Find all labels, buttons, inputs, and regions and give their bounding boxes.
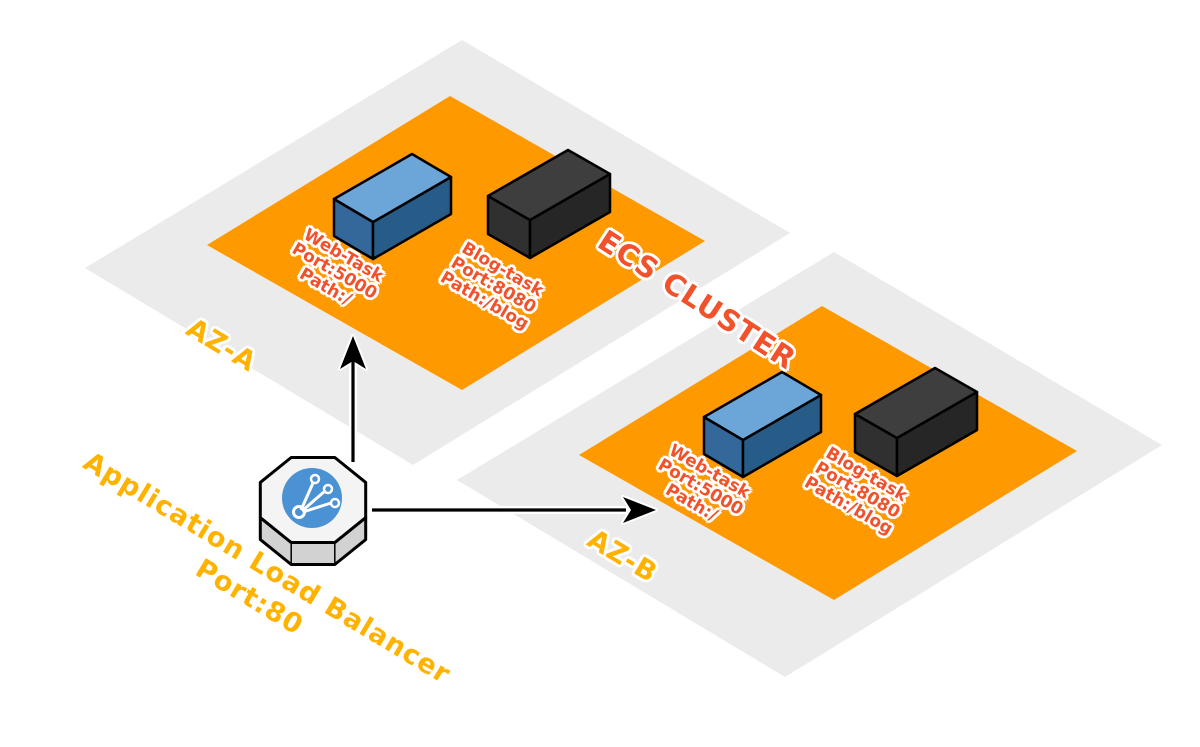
- az-b-web-task-box: [702, 370, 823, 479]
- load-balancer-icon: [258, 456, 368, 566]
- lb-circle-badge: [282, 468, 342, 528]
- arrow-to-az-b: [372, 495, 658, 525]
- az-a-web-task-box: [332, 152, 453, 261]
- az-b-blog-task-box: [853, 366, 979, 478]
- network-branch-icon: [292, 473, 341, 519]
- az-a-blog-task-box: [486, 148, 612, 260]
- az-b-task-area: [579, 306, 1077, 600]
- arrow-to-az-a: [338, 334, 368, 462]
- az-a-task-area: [207, 96, 705, 390]
